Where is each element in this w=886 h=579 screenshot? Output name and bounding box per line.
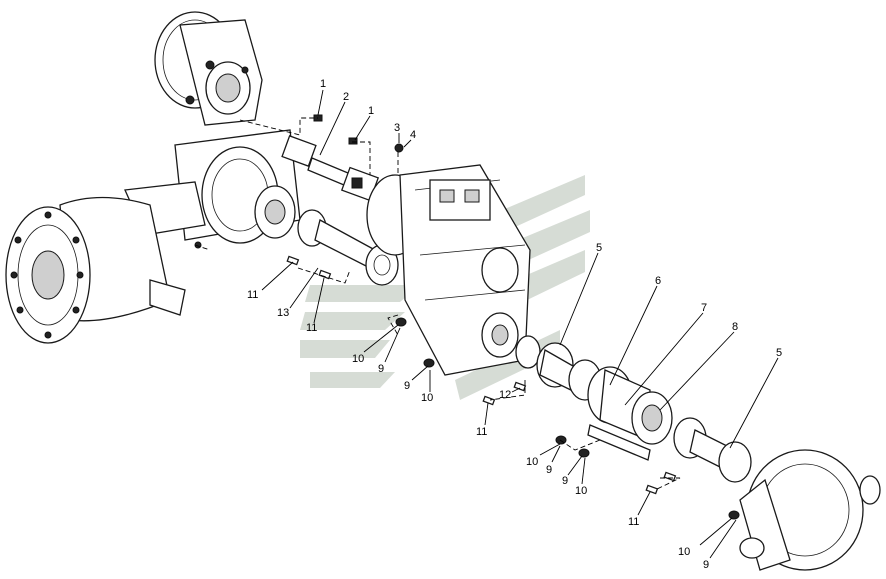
callout-10: 10 xyxy=(678,546,690,558)
callout-3: 3 xyxy=(394,122,400,134)
callout-9: 9 xyxy=(404,380,410,392)
upper-driveshaft xyxy=(281,135,380,202)
callout-7: 7 xyxy=(701,302,707,314)
callout-6: 6 xyxy=(655,275,661,287)
rear-driveshaft xyxy=(673,417,752,483)
callout-10: 10 xyxy=(421,392,433,404)
callout-9: 9 xyxy=(562,475,568,487)
callout-11: 11 xyxy=(628,516,639,528)
callout-5: 5 xyxy=(596,242,602,254)
intermediate-support xyxy=(587,366,673,461)
leader-lines xyxy=(261,89,779,559)
transfer-gearbox xyxy=(366,164,531,376)
assembly-lines xyxy=(194,117,681,491)
callout-1: 1 xyxy=(368,105,374,117)
callout-13: 13 xyxy=(277,307,289,319)
callout-9: 9 xyxy=(703,559,709,571)
callout-11: 11 xyxy=(476,426,487,438)
front-axle-housing xyxy=(739,449,881,571)
callout-12: 12 xyxy=(499,389,511,401)
callout-5: 5 xyxy=(776,347,782,359)
callout-4: 4 xyxy=(410,129,416,141)
differential-housing xyxy=(124,129,301,244)
left-wheel-hub xyxy=(5,196,186,344)
callout-2: 2 xyxy=(343,91,349,103)
callout-10: 10 xyxy=(575,485,587,497)
rear-axle-hub-top xyxy=(154,11,263,126)
callout-9: 9 xyxy=(378,363,384,375)
callout-10: 10 xyxy=(526,456,538,468)
callout-8: 8 xyxy=(732,321,738,333)
callout-labels: 1 2 1 3 4 5 6 7 8 5 11 13 11 10 9 9 10 1… xyxy=(247,78,782,571)
callout-11: 11 xyxy=(306,322,317,334)
callout-10: 10 xyxy=(352,353,364,365)
callout-1: 1 xyxy=(320,78,326,90)
callout-9: 9 xyxy=(546,464,552,476)
callout-11: 11 xyxy=(247,289,258,301)
